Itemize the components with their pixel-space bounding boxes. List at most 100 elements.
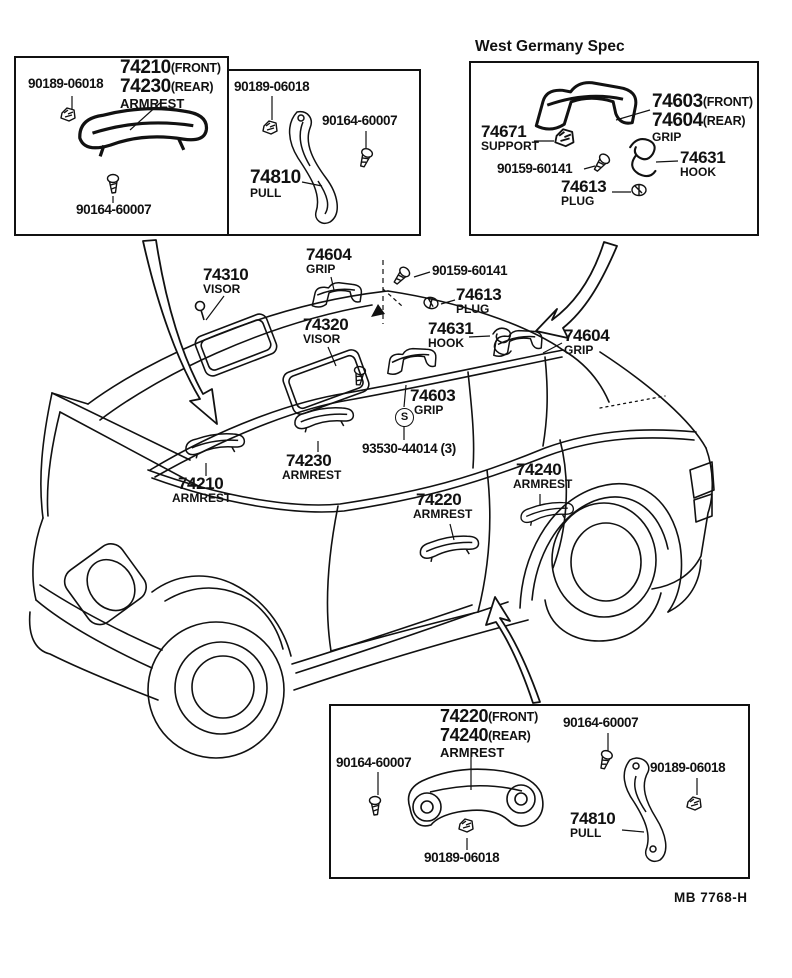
pull-handle-part-block: 74810 PULL — [570, 809, 616, 840]
inset-box-frames — [14, 56, 759, 879]
front-armrest-part-block: 74210(FRONT) 74230(REAR) ARMREST — [120, 58, 221, 110]
callout-visor-front: 74310 VISOR — [203, 265, 249, 297]
rear-armrest-part-block: 74220(FRONT) 74240(REAR) ARMREST — [440, 707, 538, 759]
part-name: ARMREST — [120, 95, 185, 111]
part-number: 74604 — [652, 110, 703, 132]
callout-screw-number: 90164-60007 — [322, 113, 398, 128]
callout-visor-rear: 74320 VISOR — [303, 316, 349, 347]
callout-screw-number: 90164-60007 — [336, 755, 412, 770]
part-number: 74230 — [286, 451, 332, 470]
screw-part-drawing — [596, 748, 615, 772]
part-tag: (REAR) — [170, 80, 214, 95]
part-tag: (FRONT) — [702, 95, 753, 109]
part-number: 74613 — [456, 285, 502, 304]
callout-plug: 74613 PLUG — [456, 285, 502, 317]
grip-part-block: 74603(FRONT) 74604(REAR) GRIP — [652, 92, 753, 143]
callout-grip-roof-rear: 74604 GRIP — [564, 326, 610, 358]
part-name: GRIP — [564, 343, 594, 358]
page-code: MB 7768-H — [674, 890, 748, 905]
part-name: PULL — [250, 186, 282, 201]
callout-screw-number: 90164-60007 — [563, 715, 639, 730]
part-name: VISOR — [303, 332, 341, 347]
part-number: 74603 — [410, 386, 456, 405]
part-number: 74210 — [120, 57, 171, 78]
callout-grip-roof-front: 74604 GRIP — [306, 245, 352, 277]
callout-screw-number: 90164-60007 — [76, 202, 152, 217]
part-name: VISOR — [203, 282, 241, 297]
callout-armrest-74220: 74220 ARMREST — [413, 490, 473, 522]
callout-armrest-74210: 74210 ARMREST — [172, 474, 231, 505]
screw-part-drawing — [355, 146, 375, 170]
part-number: 74220 — [416, 490, 462, 509]
part-tag: (REAR) — [488, 729, 531, 744]
pointer-arrows — [142, 239, 618, 704]
plug-part-block: 74613 PLUG — [561, 177, 607, 208]
support-part-block: 74671 SUPPORT — [481, 123, 539, 153]
arrow-from-west-germany-box — [535, 241, 618, 339]
armrest-large-part-drawing — [407, 768, 544, 827]
car-body-drawing — [28, 290, 715, 759]
callout-screw-number: 90159-60141 — [497, 161, 573, 176]
plug-part-drawing — [631, 183, 647, 197]
hook-part-drawing — [629, 138, 657, 178]
callout-armrest-74240: 74240 ARMREST — [513, 460, 573, 492]
part-number: 74310 — [203, 265, 249, 284]
callout-grip-center: 74603 GRIP — [410, 386, 456, 418]
screw-part-drawing — [106, 173, 120, 194]
sun-visor-front-drawing — [194, 300, 278, 377]
armrest-part-drawing — [76, 104, 210, 160]
screw-part-drawing — [390, 264, 413, 288]
part-number: 74810 — [570, 809, 616, 828]
part-number: 74604 — [306, 245, 352, 264]
part-tag: (REAR) — [702, 114, 746, 129]
callout-clip-number: 90189-06018 — [424, 850, 500, 865]
west-germany-spec-title: West Germany Spec — [475, 38, 625, 55]
pull-handle-part-block: 74810 PULL — [250, 168, 301, 200]
hook-part-block: 74631 HOOK — [680, 148, 726, 180]
part-name: HOOK — [680, 165, 716, 180]
support-part-drawing — [554, 128, 575, 148]
part-name: GRIP — [414, 403, 444, 418]
arrow-from-rear-armrest-box — [485, 596, 541, 704]
part-number: 74631 — [680, 148, 726, 167]
part-number: 74631 — [428, 319, 474, 338]
callout-hook: 74631 HOOK — [428, 319, 474, 351]
part-name: ARMREST — [440, 744, 505, 760]
part-name: ARMREST — [513, 477, 573, 492]
arrow-from-front-armrest-box — [142, 239, 218, 425]
pull-handle-part-drawing — [288, 110, 338, 224]
part-name: ARMREST — [413, 507, 473, 522]
part-number: 74613 — [561, 177, 607, 196]
callout-roof-screw-number: 90159-60141 — [432, 263, 508, 278]
part-number: 74671 — [481, 122, 527, 141]
clip-part-drawing — [686, 796, 702, 811]
part-name: GRIP — [306, 262, 336, 277]
callout-clip-number: 90189-06018 — [28, 76, 104, 91]
part-name: HOOK — [428, 336, 464, 351]
part-number: 74220 — [440, 706, 489, 726]
sun-visor-rear-drawing — [282, 349, 370, 415]
leader-lines — [71, 96, 698, 850]
part-number: 74810 — [250, 167, 301, 188]
part-number: 74210 — [178, 474, 224, 493]
armrest-part-drawing — [417, 531, 482, 565]
pull-handle-part-drawing — [623, 757, 667, 862]
clip-part-drawing — [262, 120, 278, 135]
part-number: 74240 — [440, 725, 489, 746]
clip-part-drawing — [60, 107, 76, 122]
part-name: ARMREST — [172, 491, 232, 506]
armrest-part-drawing — [518, 498, 576, 528]
part-tag: (FRONT) — [488, 710, 539, 724]
callout-clip-number: 90189-06018 — [234, 79, 310, 94]
part-tag: (FRONT) — [170, 61, 221, 75]
s-circle-marker: S — [395, 408, 414, 427]
part-number: 74240 — [516, 460, 562, 479]
part-name: ARMREST — [282, 468, 342, 483]
part-name: GRIP — [652, 129, 682, 144]
part-number: 74603 — [652, 91, 703, 112]
part-number: 74604 — [564, 326, 610, 345]
part-name: SUPPORT — [481, 139, 540, 154]
part-name: PLUG — [456, 302, 490, 317]
